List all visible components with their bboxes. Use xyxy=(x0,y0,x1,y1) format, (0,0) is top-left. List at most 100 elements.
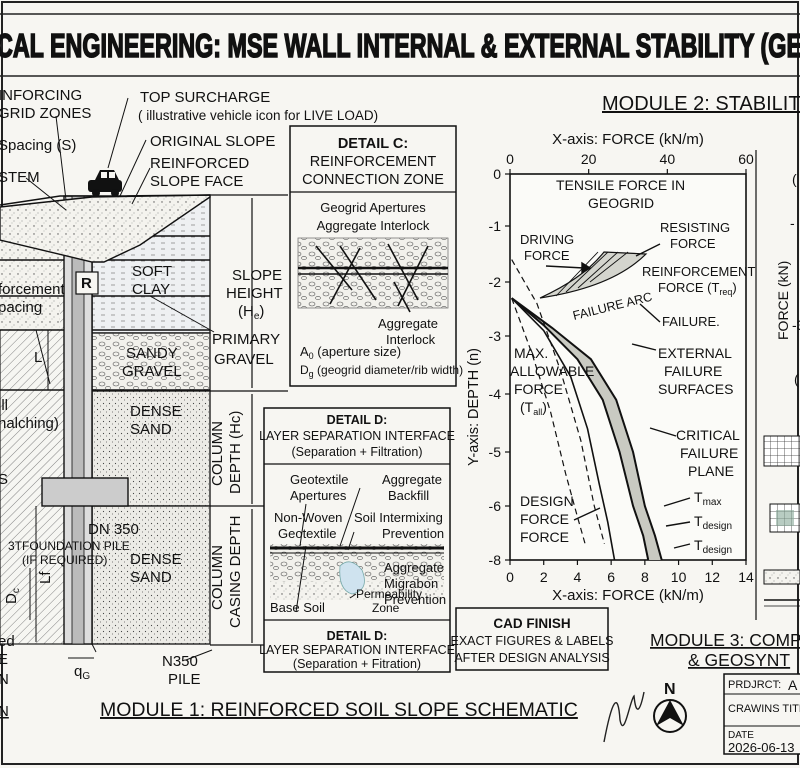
label-slope-3: (He) xyxy=(238,303,264,322)
failure-arc-hatch xyxy=(565,251,609,293)
label-dc: Dc xyxy=(3,588,22,604)
y-tick-label: -4 xyxy=(489,386,502,402)
ann-tensile-2: GEOGRID xyxy=(588,195,654,211)
label-reinforcing-2: GRID ZONES xyxy=(0,105,91,122)
ann-design-2: FORCE xyxy=(520,511,569,527)
y-tick-label: -6 xyxy=(489,498,502,514)
cad-finish-l1: CAD FINISH xyxy=(493,616,570,631)
detail-d-l5: Non-Woven xyxy=(274,510,342,525)
label-pile-2: (IF REQUIRED) xyxy=(22,553,107,567)
label-l: L xyxy=(34,349,42,366)
north-label: N xyxy=(664,681,676,698)
label-forcement-1: forcement xyxy=(0,281,66,298)
ann-resisting-1: RESISTING xyxy=(660,220,730,235)
drawing-title-label: CRAWINS TITLE xyxy=(728,703,800,715)
ann-external-2: FAILURE xyxy=(664,363,722,379)
detail-d-l11: Prevention xyxy=(384,592,446,607)
x-top-tick-label: 60 xyxy=(738,151,754,167)
sandy-gravel-zone xyxy=(91,332,211,392)
ann-external-3: SURFACES xyxy=(658,381,733,397)
ann-max-2: ALLOWABLE xyxy=(510,363,594,379)
y-tick-label: -8 xyxy=(489,552,502,568)
label-s: S xyxy=(0,471,8,488)
label-left-1: ed xyxy=(0,633,15,650)
label-reinforced-1: REINFORCED xyxy=(150,155,249,172)
signature xyxy=(603,691,645,743)
label-spacing: Spacing (S) xyxy=(0,137,76,154)
y-tick-label: -2 xyxy=(489,274,502,290)
series-line-4 xyxy=(511,297,587,547)
detail-d-l4: Backfill xyxy=(388,488,429,503)
ann-resisting-2: FORCE xyxy=(670,236,716,251)
title-block: PRDJRCT: A CRAWINS TITLE DATE 2026-06-13 xyxy=(723,673,800,755)
x-top-tick-label: 0 xyxy=(506,151,514,167)
detail-c-l5: A0 (aperture size) xyxy=(300,344,401,361)
project-value: A xyxy=(788,677,798,693)
label-dense2-2: SAND xyxy=(130,569,172,586)
detail-c-l3: Aggregate xyxy=(378,316,438,331)
cad-finish-l2: EXACT FIGURES & LABELS xyxy=(450,634,613,648)
detail-d-l7: Soil Intermixing xyxy=(354,510,443,525)
dense-sand-zone-2 xyxy=(91,505,211,645)
label-fill-2: halching) xyxy=(0,415,59,432)
detail-c-l1: Geogrid Apertures xyxy=(320,200,426,215)
detail-c: DETAIL C: REINFORCEMENT CONNECTION ZONE … xyxy=(289,125,463,387)
chart-arrows xyxy=(545,243,691,549)
label-fill-1: ill xyxy=(0,397,8,414)
right-force: FORCE (kN) xyxy=(775,261,791,340)
detail-d-foot-1: DETAIL D: xyxy=(327,629,388,643)
x-bottom-tick-label: 10 xyxy=(671,569,687,585)
detail-d-title-1: DETAIL D: xyxy=(327,413,388,427)
label-left-2: E xyxy=(0,651,8,668)
label-soft-2: CLAY xyxy=(132,281,170,298)
detail-d-l2: Apertures xyxy=(290,488,347,503)
label-n350-2: PILE xyxy=(168,671,201,688)
pile-cap xyxy=(41,477,129,507)
ann-critical-2: FAILURE xyxy=(680,445,738,461)
failure-arc-hatch xyxy=(589,251,629,283)
label-casing-1: COLUMN xyxy=(209,545,226,610)
label-sandy-2: GRAVEL xyxy=(122,363,182,380)
detail-c-l4: Interlock xyxy=(386,332,436,347)
ann-critical-3: PLANE xyxy=(688,463,734,479)
label-column-depth-2: DEPTH (Hc) xyxy=(227,411,244,494)
module1-title: MODULE 1: REINFORCED SOIL SLOPE SCHEMATI… xyxy=(100,699,578,721)
right-f3: -3 xyxy=(792,317,800,333)
right-f1: ( xyxy=(792,171,797,187)
header-title: CAL ENGINEERING: MSE WALL INTERNAL & EXT… xyxy=(0,27,800,64)
label-qg: qG xyxy=(74,663,90,682)
x-bottom-tick-label: 8 xyxy=(641,569,649,585)
label-column-depth-1: COLUMN xyxy=(209,421,226,486)
detail-c-l2: Aggregate Interlock xyxy=(317,218,430,233)
ann-max-3: FORCE xyxy=(514,381,563,397)
vehicle-icon xyxy=(88,170,122,197)
module1-schematic: INFORCING GRID ZONES Spacing (S) STEM TO… xyxy=(0,87,578,721)
label-dn: DN 350 xyxy=(88,521,139,538)
label-sandy-1: SANDY xyxy=(126,345,178,362)
x-top-tick-label: 40 xyxy=(660,151,676,167)
cad-finish-box: CAD FINISH EXACT FIGURES & LABELS AFTER … xyxy=(450,607,614,671)
label-left-4: N xyxy=(0,703,9,720)
y-tick-label: 0 xyxy=(493,166,501,182)
detail-d-l10: Migrabon xyxy=(384,576,438,591)
x-bottom-axis-label: X-axis: FORCE (kN/m) xyxy=(552,587,704,604)
failure-arc-hatch xyxy=(577,251,619,289)
x-bottom-tick-label: 12 xyxy=(704,569,720,585)
label-slope-1: SLOPE xyxy=(232,267,282,284)
label-n350-1: N350 xyxy=(162,653,198,670)
x-top-tick-label: 20 xyxy=(581,151,597,167)
detail-d-l1: Geotextile xyxy=(290,472,349,487)
detail-d: DETAIL D: LAYER SEPARATION INTERFACE (Se… xyxy=(259,407,455,673)
series-line-2 xyxy=(511,297,663,561)
detail-c-title-2: REINFORCEMENT xyxy=(310,154,437,170)
failure-arc-hatch xyxy=(555,251,599,297)
ann-tdesign-1: Tdesign xyxy=(694,513,732,532)
label-casing-2: CASING DEPTH xyxy=(227,515,244,628)
chart-frame xyxy=(509,173,747,561)
ann-reinf-1: REINFORCEMENT xyxy=(642,264,755,279)
series-line-5 xyxy=(511,259,605,544)
header: CAL ENGINEERING: MSE WALL INTERNAL & EXT… xyxy=(0,13,800,77)
label-forcement-2: pacing xyxy=(0,299,42,316)
x-bottom-tick-label: 2 xyxy=(540,569,548,585)
